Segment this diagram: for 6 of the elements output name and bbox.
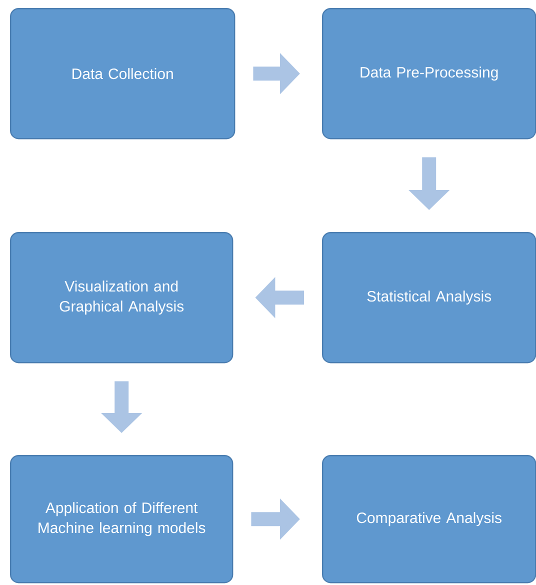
process-box: Application of Different Machine learning models — [10, 455, 234, 584]
process-box: Data Pre-Processing — [322, 8, 536, 140]
process-box: Comparative Analysis — [322, 455, 536, 584]
process-box: Data Collection — [10, 8, 236, 140]
process-box: Visualization and Graphical Analysis — [10, 232, 234, 364]
process-box: Statistical Analysis — [322, 232, 536, 364]
